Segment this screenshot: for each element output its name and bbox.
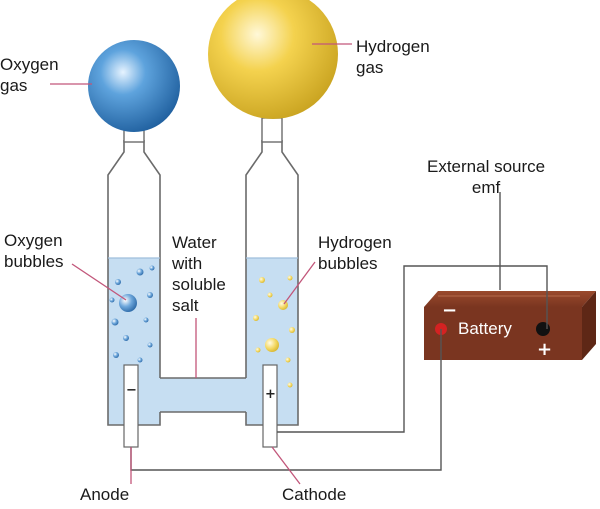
cathode-label: Cathode [282, 485, 347, 504]
leader-lines [50, 43, 352, 485]
anode-electrode [123, 364, 139, 448]
oxygen-balloon [88, 40, 180, 132]
left-tube [107, 140, 161, 426]
battery-minus-sign: − [442, 300, 458, 321]
hydrogen-balloon-neck [261, 117, 283, 143]
battery-positive-terminal [536, 322, 550, 336]
cathode-wire [277, 265, 548, 433]
anode-sign: − [126, 383, 137, 398]
battery-label: Battery [458, 319, 512, 338]
battery-plus-sign: + [537, 339, 553, 360]
cathode-sign: + [265, 387, 276, 402]
cathode-electrode [262, 364, 278, 448]
battery [424, 291, 596, 360]
anode-label: Anode [80, 485, 130, 504]
right-tube [245, 140, 299, 426]
water-fill [108, 258, 298, 425]
hydrogen-balloon [208, 0, 338, 119]
